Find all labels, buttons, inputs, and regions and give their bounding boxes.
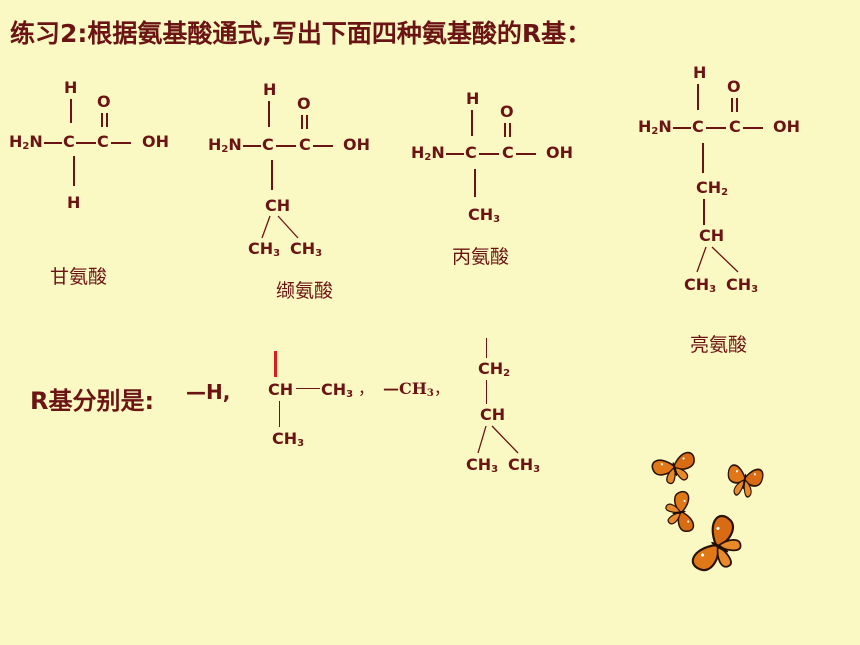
bond <box>73 156 75 186</box>
methyl: CH3 <box>248 239 281 259</box>
r-groups-label: R基分别是: <box>30 387 155 415</box>
atom-c: C <box>465 143 477 162</box>
amino-group: H2N <box>638 117 672 137</box>
hydroxyl: OH <box>546 143 573 162</box>
bond <box>271 160 273 190</box>
double-bond <box>306 115 308 129</box>
atom-c: C <box>502 143 514 162</box>
double-bond <box>731 98 733 112</box>
methyl: CH3 <box>726 275 759 295</box>
bond <box>702 143 704 173</box>
amino-group: H2N <box>411 143 445 163</box>
amino-acid-name: 丙氨酸 <box>452 246 510 268</box>
bond <box>486 380 487 404</box>
bond <box>76 142 96 144</box>
atom-o: O <box>727 77 741 96</box>
butterfly-icon <box>723 463 765 500</box>
atom-h: H <box>693 63 707 82</box>
atom-c: C <box>299 135 311 154</box>
bond <box>268 101 270 127</box>
butterfly-icon <box>650 450 700 488</box>
bond <box>706 127 726 129</box>
atom-o: O <box>97 92 111 111</box>
methine: CH <box>265 196 291 215</box>
bond <box>296 388 320 389</box>
bond <box>697 84 699 110</box>
atom-h: H <box>466 89 480 108</box>
attachment-bond <box>274 351 277 377</box>
bond <box>479 153 499 155</box>
double-bond <box>509 123 511 137</box>
bond <box>276 145 296 147</box>
bond <box>44 142 62 144</box>
butterfly-icon <box>662 490 696 536</box>
double-bond <box>504 123 506 137</box>
butterfly-icon <box>688 511 752 583</box>
atom-o: O <box>297 94 311 113</box>
atom-h: H <box>64 78 78 97</box>
hydroxyl: OH <box>142 132 169 151</box>
amino-acid-name: 甘氨酸 <box>50 266 108 288</box>
bond <box>243 145 261 147</box>
amino-acid-name: 缬氨酸 <box>276 280 334 302</box>
hydroxyl: OH <box>343 135 370 154</box>
bond <box>313 145 333 147</box>
bond <box>471 110 473 136</box>
amino-group: H2N <box>9 132 43 152</box>
page-title: 练习2:根据氨基酸通式,写出下面四种氨基酸的R基： <box>10 19 592 48</box>
bond <box>486 338 487 358</box>
atom-h: H <box>263 80 277 99</box>
double-bond <box>101 113 103 127</box>
methyl: CH3 <box>272 429 305 449</box>
atom-c: C <box>692 117 704 136</box>
methyl: CH3 <box>321 380 354 400</box>
bond <box>446 153 464 155</box>
hydroxyl: OH <box>773 117 800 136</box>
methine: CH <box>268 380 294 399</box>
atom-c: C <box>729 117 741 136</box>
double-bond <box>106 113 108 127</box>
amino-group: H2N <box>208 135 242 155</box>
methine: CH <box>699 226 725 245</box>
methine: CH <box>480 405 506 424</box>
bond <box>279 401 280 427</box>
bond <box>743 127 763 129</box>
bond <box>474 169 476 197</box>
bond <box>70 99 72 123</box>
double-bond <box>736 98 738 112</box>
methyl: CH3 <box>684 275 717 295</box>
bond <box>703 199 705 225</box>
atom-c: C <box>262 135 274 154</box>
methyl: CH3 <box>468 205 501 225</box>
methyl: CH3 <box>508 455 541 475</box>
atom-c: C <box>63 132 75 151</box>
methylene: CH2 <box>696 178 729 198</box>
atom-o: O <box>500 102 514 121</box>
atom-h: H <box>67 193 81 212</box>
methylene: CH2 <box>478 359 511 379</box>
comma: ， <box>358 379 375 398</box>
double-bond <box>301 115 303 129</box>
bond <box>673 127 691 129</box>
methyl: CH3 <box>466 455 499 475</box>
amino-acid-name: 亮氨酸 <box>690 334 748 356</box>
bond <box>111 142 131 144</box>
atom-c: C <box>97 132 109 151</box>
r-group-h: —H, <box>186 380 231 404</box>
methyl: CH3 <box>290 239 323 259</box>
r-group-methyl: —CH3， <box>383 379 450 399</box>
bond <box>516 153 536 155</box>
